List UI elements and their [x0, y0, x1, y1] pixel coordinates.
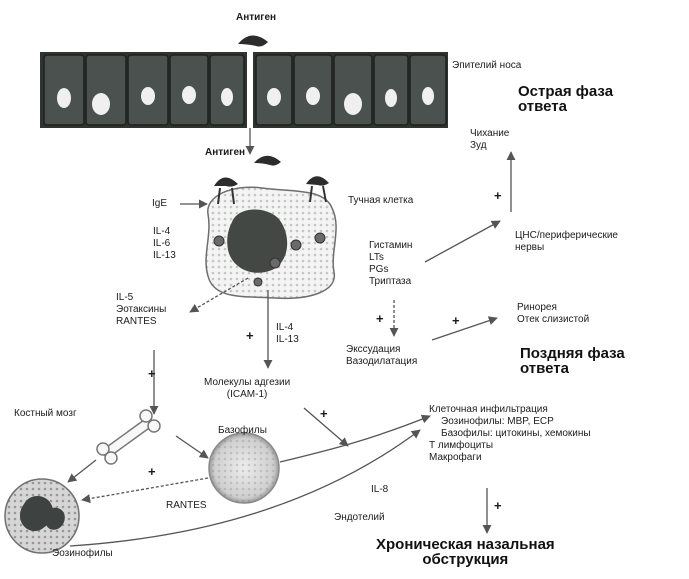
antigen-top-shape: [238, 35, 268, 46]
cytokine-il4: IL-4: [153, 226, 176, 238]
chronic-line-1: Хроническая назальная: [376, 537, 555, 552]
acute-phase-line-1: Острая фаза: [518, 84, 613, 99]
antigen-top-label: Антиген: [236, 12, 276, 24]
mediators-label: Гистамин LTs PGs Триптаза: [369, 240, 412, 288]
infiltration-eos: Эозинофилы: MBP, ECP: [429, 416, 591, 428]
rantes-top-text: RANTES: [116, 316, 166, 328]
il4-il13-label: IL-4 IL-13: [276, 322, 299, 346]
late-phase-line-2: ответа: [520, 361, 625, 376]
plus-sign: +: [376, 313, 384, 325]
edema-text: Отек слизистой: [517, 314, 589, 326]
antigen-mid-label: Антиген: [205, 147, 245, 159]
eosinophil-cell: [5, 479, 79, 553]
adhesion-label: Молекулы адгезии (ICAM-1): [204, 377, 290, 401]
plus-sign: +: [320, 408, 328, 420]
adhesion-text: Молекулы адгезии: [204, 377, 290, 389]
epithelium-label: Эпителий носа: [452, 60, 521, 72]
rhinorrhea-label: Ринорея Отек слизистой: [517, 302, 589, 326]
mediator-pgs: PGs: [369, 264, 412, 276]
plus-sign: +: [148, 368, 156, 380]
cytokine-il13: IL-13: [153, 250, 176, 262]
infiltration-title: Клеточная инфильтрация: [429, 404, 591, 416]
sneeze-text: Чихание: [470, 128, 509, 140]
chronic-line-2: обструкция: [376, 552, 555, 567]
eosinophils-label: Эозинофилы: [52, 548, 113, 560]
il4-text: IL-4: [276, 322, 299, 334]
infiltration-macro: Макрофаги: [429, 452, 591, 464]
mast-cell: [206, 176, 336, 298]
cns-nerves-label: ЦНС/периферические нервы: [515, 230, 618, 254]
nerves-text: нервы: [515, 242, 618, 254]
nasal-epithelium: [40, 52, 448, 128]
infiltration-t: Т лимфоциты: [429, 440, 591, 452]
basophils-label: Базофилы: [218, 425, 267, 437]
il5-group-label: IL-5 Эотаксины RANTES: [116, 292, 166, 328]
late-phase-line-1: Поздняя фаза: [520, 346, 625, 361]
vasodilation-text: Вазодилатация: [346, 356, 417, 368]
mediator-tryptase: Триптаза: [369, 276, 412, 288]
epithelium-gap: [247, 52, 253, 128]
acute-phase-line-2: ответа: [518, 99, 613, 114]
mast-cell-label: Тучная клетка: [348, 195, 413, 207]
plus-sign: +: [452, 315, 460, 327]
bone-shape: [97, 410, 160, 464]
rhinorrhea-text: Ринорея: [517, 302, 589, 314]
cns-text: ЦНС/периферические: [515, 230, 618, 242]
antigen-mid-shape: [254, 156, 281, 166]
ige-label: IgE: [152, 198, 167, 210]
cytokines-left-label: IL-4 IL-6 IL-13: [153, 226, 176, 262]
itch-text: Зуд: [470, 140, 509, 152]
chronic-obstruction-label: Хроническая назальная обструкция: [376, 537, 555, 567]
plus-sign: +: [494, 500, 502, 512]
infiltration-label: Клеточная инфильтрация Эозинофилы: MBP, …: [429, 404, 591, 464]
icam-text: (ICAM-1): [204, 389, 290, 401]
endothelium-label: Эндотелий: [334, 512, 385, 524]
basophil-cell: [209, 433, 279, 503]
il5-text: IL-5: [116, 292, 166, 304]
il13-text: IL-13: [276, 334, 299, 346]
plus-sign: +: [246, 330, 254, 342]
late-phase-label: Поздняя фаза ответа: [520, 346, 625, 376]
exudation-text: Экссудация: [346, 344, 417, 356]
eotaxins-text: Эотаксины: [116, 304, 166, 316]
mediator-lts: LTs: [369, 252, 412, 264]
infiltration-baso: Базофилы: цитокины, хемокины: [429, 428, 591, 440]
plus-sign: +: [148, 466, 156, 478]
exudation-label: Экссудация Вазодилатация: [346, 344, 417, 368]
acute-phase-label: Острая фаза ответа: [518, 84, 613, 114]
itch-sneeze-label: Чихание Зуд: [470, 128, 509, 152]
bone-marrow-label: Костный мозг: [14, 408, 77, 420]
mediator-histamine: Гистамин: [369, 240, 412, 252]
rantes-bottom-label: RANTES: [166, 500, 207, 512]
cytokine-il6: IL-6: [153, 238, 176, 250]
plus-sign: +: [494, 190, 502, 202]
il8-label: IL-8: [371, 484, 388, 496]
